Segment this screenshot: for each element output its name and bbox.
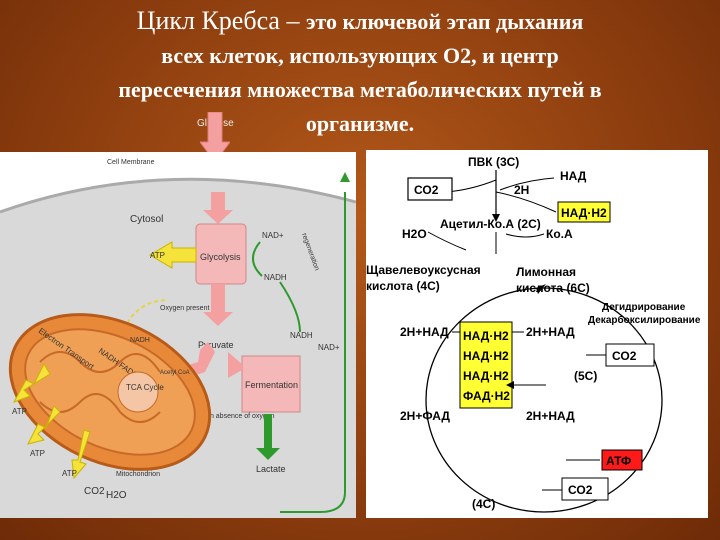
acetyl-coa-label: Acetyl CoA bbox=[160, 370, 190, 376]
mito-atp-arrow-1 bbox=[12, 362, 51, 403]
co2-output-label: CO2 bbox=[84, 486, 105, 497]
reduced-carriers-box bbox=[459, 321, 513, 409]
to-glycolysis-arrow bbox=[203, 192, 233, 224]
decarboxylation-label: Декарбоксилирование bbox=[588, 314, 701, 326]
four-c-label: (4С) bbox=[472, 497, 495, 511]
coa-release-line bbox=[505, 233, 545, 238]
cycle-arrowhead bbox=[536, 284, 546, 294]
glycolysis-atp-arrow bbox=[149, 241, 197, 269]
absence-oxygen-label: In absence of oxygen bbox=[208, 413, 275, 420]
to-pyruvate-arrow bbox=[203, 284, 233, 326]
nadh-label-right: NADH bbox=[290, 331, 313, 340]
co2-branch-line bbox=[445, 179, 497, 193]
cell-respiration-diagram: Cell Membrane Cytosol Glycolysis ATP NAD… bbox=[0, 152, 356, 518]
oxygen-dashed-arrow bbox=[127, 299, 166, 323]
mito-atp-label-2: ATP bbox=[30, 449, 45, 458]
co2-top-box bbox=[407, 177, 453, 201]
glycolysis-atp-label: ATP bbox=[150, 251, 165, 260]
title-line-4: организме. bbox=[305, 111, 415, 136]
co2-top-label: СО2 bbox=[414, 183, 439, 197]
mito-atp-arrow-2 bbox=[27, 405, 61, 445]
title-line-2: всех клеток, использующих О2, и центр bbox=[161, 43, 559, 68]
nadh2-branch-line bbox=[495, 191, 557, 213]
cycle-ellipse bbox=[425, 287, 663, 513]
nadh2-top-label: НАД·Н2 bbox=[561, 206, 607, 220]
co2-bottom-box bbox=[561, 477, 609, 501]
five-c-label: (5С) bbox=[574, 369, 597, 383]
green-arrowhead-top bbox=[340, 172, 350, 182]
mito-atp-label-1: ATP bbox=[12, 407, 27, 416]
citric-acid-label-2: кислота (6С) bbox=[516, 281, 590, 295]
mito-atp-label-3: ATP bbox=[62, 469, 77, 478]
atf-label: АТФ bbox=[606, 454, 631, 468]
nadh-label-top: NADH bbox=[264, 273, 287, 282]
coa-label: Ко.А bbox=[546, 227, 573, 241]
nadh2-top-box bbox=[557, 201, 611, 223]
oxaloacetate-label-1: Щавелевоуксусная bbox=[366, 263, 481, 277]
dehydrogenation-label: Дегидрирование bbox=[602, 302, 686, 313]
center-carrier-4: ФАД·Н2 bbox=[463, 389, 510, 403]
oxygen-present-label: Oxygen present bbox=[160, 305, 209, 312]
pyruvate-label: Pyruvate bbox=[198, 340, 234, 350]
center-carrier-1: НАД·Н2 bbox=[463, 329, 509, 343]
two-h-nad-left: 2Н+НАД bbox=[400, 325, 449, 339]
oxaloacetate-label-2: кислота (4С) bbox=[366, 279, 440, 293]
two-h-top-label: 2Н bbox=[514, 183, 529, 197]
acetyl-coa-label: Ацетил-Ко.А (2С) bbox=[440, 217, 541, 231]
lactate-label: Lactate bbox=[256, 464, 286, 474]
co2-bottom-label: СО2 bbox=[568, 483, 593, 497]
h2o-output-label: H2O bbox=[106, 490, 127, 501]
center-right-arrowhead bbox=[506, 381, 514, 389]
fermentation-label: Fermentation bbox=[245, 380, 298, 390]
tca-cycle-label: TCA Cycle bbox=[126, 383, 164, 392]
pvk-down-arrowhead bbox=[492, 214, 500, 222]
cell-membrane-label: Cell Membrane bbox=[107, 159, 155, 166]
co2-mid-label: СО2 bbox=[612, 349, 637, 363]
center-carrier-2: НАД·Н2 bbox=[463, 349, 509, 363]
two-h-nad-right-lower: 2Н+НАД bbox=[526, 409, 575, 423]
nad-branch-line bbox=[499, 177, 555, 191]
title-continuation: это ключевой этап дыхания bbox=[305, 9, 584, 34]
tca-cycle-circle bbox=[117, 371, 159, 413]
h2o-label: Н2О bbox=[402, 227, 427, 241]
mitochondrion-label: Mitochondrion bbox=[116, 471, 160, 478]
green-return-line bbox=[280, 192, 346, 513]
nadh-to-ferment-arrow bbox=[279, 281, 301, 333]
pvk-label: ПВК (3С) bbox=[468, 155, 519, 169]
krebs-cycle-diagram: ПВК (3С) НАД СО2 2Н НАД·Н2 Н2О Ацетил-Ко… bbox=[366, 150, 708, 518]
title-emphasis: Цикл Кребса – bbox=[136, 6, 306, 35]
two-h-fad-left: 2Н+ФАД bbox=[400, 409, 450, 423]
nad-plus-label: NAD+ bbox=[262, 231, 284, 240]
nad-plus-label-right: NAD+ bbox=[318, 343, 340, 352]
nad-cycle-arrow bbox=[252, 241, 263, 277]
cell-membrane-line bbox=[0, 177, 356, 214]
glycolysis-label: Glycolysis bbox=[200, 252, 241, 262]
citric-acid-label-1: Лимонная bbox=[516, 265, 576, 279]
fermentation-box bbox=[241, 355, 301, 413]
to-lactate-arrow bbox=[256, 414, 280, 460]
cytosol-label: Cytosol bbox=[130, 214, 163, 225]
cristae-line-1 bbox=[39, 351, 161, 373]
mito-nadh-label: NADH bbox=[130, 337, 150, 344]
center-carrier-3: НАД·Н2 bbox=[463, 369, 509, 383]
title-line-1: Цикл Кребса – это ключевой этап дыхания bbox=[0, 4, 720, 39]
title-line-3: пересечения множества метаболических пут… bbox=[118, 77, 602, 102]
atf-box bbox=[601, 449, 643, 471]
two-h-nad-right: 2Н+НАД bbox=[526, 325, 575, 339]
to-fermentation-arrow bbox=[228, 352, 242, 378]
h2o-line bbox=[427, 231, 467, 251]
slide-title: Цикл Кребса – это ключевой этап дыхания … bbox=[0, 4, 720, 141]
nad-top-label: НАД bbox=[560, 169, 587, 183]
mito-atp-arrow-3 bbox=[71, 429, 91, 480]
